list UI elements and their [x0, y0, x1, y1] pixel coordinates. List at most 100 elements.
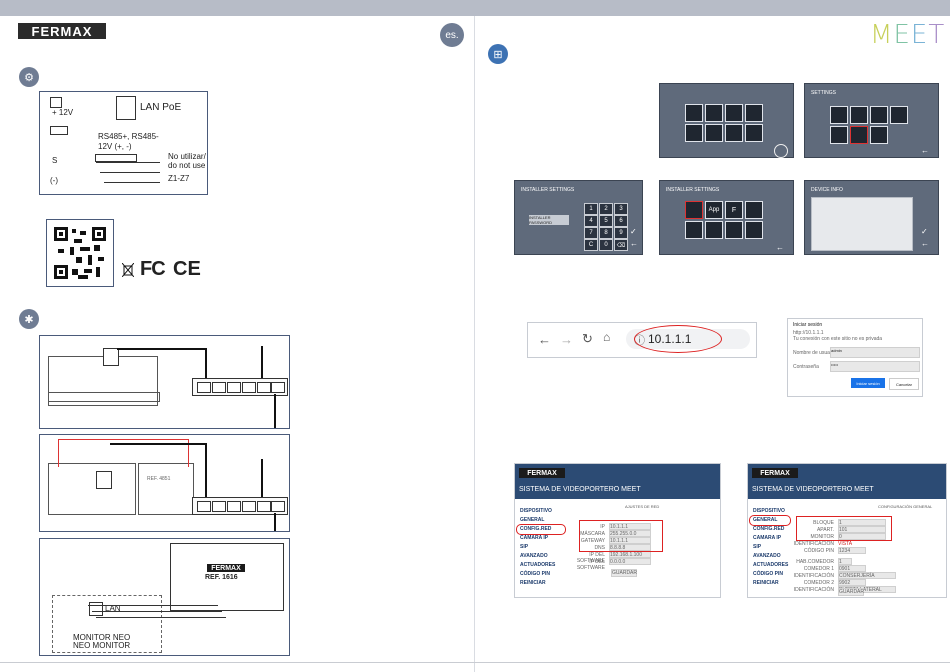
menu-item[interactable]: SIP: [753, 544, 762, 550]
field-value[interactable]: 1234: [838, 547, 866, 554]
field-value[interactable]: 192.168.1.100: [609, 551, 651, 558]
menu-item[interactable]: CAMARA IP: [520, 535, 549, 541]
network-icon: ⊞: [488, 44, 508, 64]
menu-item[interactable]: SIP: [520, 544, 529, 550]
keypad-key[interactable]: 0: [599, 239, 613, 251]
menu-item[interactable]: CAMARA IP: [753, 535, 782, 541]
menu-item[interactable]: CÓDIGO PIN: [753, 571, 784, 577]
password-field[interactable]: INSTALLER PASSWORD: [529, 215, 569, 225]
field-value[interactable]: 0: [838, 533, 886, 540]
field-value[interactable]: 10.1.1.1: [609, 537, 651, 544]
password-input[interactable]: •••••: [830, 361, 920, 372]
menu-item[interactable]: DISPOSITIVO: [520, 508, 552, 514]
menu-item[interactable]: ACTUADORES: [753, 562, 789, 568]
field-value[interactable]: CONSERJERÍA CENTRAL: [838, 572, 896, 585]
web-header: FERMAX SISTEMA DE VIDEOPORTERO MEET: [748, 464, 946, 499]
back-arrow-icon[interactable]: ←: [776, 243, 784, 252]
web-sidebar: DISPOSITIVO GENERAL CONFIG.RED CAMARA IP…: [749, 506, 799, 592]
username-input[interactable]: admin: [830, 347, 920, 358]
save-button[interactable]: GUARDAR: [838, 588, 865, 596]
switch-port: [271, 501, 285, 512]
username-label: Nombre de usuario: [793, 350, 836, 356]
reload-icon[interactable]: ↻: [582, 331, 593, 346]
keypad-key[interactable]: 8: [599, 227, 613, 239]
monitor-info-tile[interactable]: [685, 201, 703, 219]
keypad-key[interactable]: 1: [584, 203, 598, 215]
keypad-key[interactable]: 7: [584, 227, 598, 239]
menu-item[interactable]: REINICIAR: [753, 580, 779, 586]
field-value[interactable]: 1: [838, 519, 886, 526]
alarm-tile[interactable]: [745, 201, 763, 219]
language-tile[interactable]: [850, 106, 868, 124]
dnd-tile[interactable]: [890, 106, 908, 124]
menu-item[interactable]: GENERAL: [520, 517, 545, 523]
keypad-key[interactable]: 6: [614, 215, 628, 227]
field-value[interactable]: 1: [838, 558, 852, 565]
field-value[interactable]: 0.0.0.0: [609, 558, 651, 565]
back-arrow-icon[interactable]: ←: [921, 146, 929, 155]
menu-item[interactable]: CONFIG.RED: [753, 526, 785, 532]
field-value[interactable]: 10.1.1.1: [609, 523, 651, 530]
installer-settings-screen: INSTALLER SETTINGS App F ←: [659, 180, 794, 255]
menu-item[interactable]: CÓDIGO PIN: [520, 571, 551, 577]
red-wire: [58, 439, 59, 467]
save-button[interactable]: GUARDAR: [611, 569, 638, 577]
field-value[interactable]: 255.255.0.0: [609, 530, 651, 537]
menu-item[interactable]: AVANZADO: [753, 553, 781, 559]
switch-port: [242, 501, 256, 512]
back-arrow-icon[interactable]: ←: [630, 239, 638, 248]
forward-icon[interactable]: →: [560, 332, 573, 347]
about-tile[interactable]: [870, 126, 888, 144]
wiring-panel: + 12V LAN PoE RS485+, RS485- 12V (+, -) …: [39, 91, 208, 195]
confirm-check-icon[interactable]: ✓: [630, 227, 637, 236]
keypad-key[interactable]: 4: [584, 215, 598, 227]
settings-gear-icon[interactable]: [774, 144, 788, 158]
confirm-check-icon[interactable]: ✓: [921, 227, 928, 236]
menu-item[interactable]: CONFIG.RED: [520, 526, 552, 532]
login-dialog: Iniciar sesión http://10.1.1.1 Tu conexi…: [787, 318, 923, 397]
lan-port: [89, 602, 103, 616]
password-tile[interactable]: [830, 126, 848, 144]
keypad-key[interactable]: 2: [599, 203, 613, 215]
menu-item[interactable]: GENERAL: [753, 517, 778, 523]
keypad-key[interactable]: ⌫: [614, 239, 628, 251]
signin-button[interactable]: Iniciar sesión: [851, 378, 885, 388]
back-arrow-icon[interactable]: ←: [921, 239, 929, 248]
top-bar: [0, 0, 950, 16]
alarm-tile: [705, 124, 723, 142]
network-switch: [192, 497, 288, 515]
cancel-button[interactable]: Cancelar: [889, 378, 919, 390]
field-label: IDENTIFICACIÓN: [793, 541, 834, 547]
module-brand: FERMAX: [207, 564, 245, 572]
switch-port: [271, 382, 285, 393]
field-value[interactable]: 101: [838, 526, 886, 533]
function-tile[interactable]: F: [725, 201, 743, 219]
field-value[interactable]: 0901: [838, 565, 866, 572]
installer-tile[interactable]: [850, 126, 868, 144]
red-wire: [58, 439, 188, 440]
unlock-tile[interactable]: [685, 221, 703, 239]
menu-item[interactable]: ACTUADORES: [520, 562, 556, 568]
keypad-key[interactable]: 3: [614, 203, 628, 215]
keypad-key[interactable]: 5: [599, 215, 613, 227]
bus-wire: [88, 605, 218, 606]
switch-port: [197, 382, 211, 393]
keypad-key[interactable]: C: [584, 239, 598, 251]
keypad-key[interactable]: 9: [614, 227, 628, 239]
monitor-label: MONITOR NEO NEO MONITOR: [73, 633, 131, 650]
field-label: MÁSCARA: [580, 531, 605, 537]
home-icon[interactable]: ⌂: [603, 330, 611, 344]
menu-item[interactable]: DISPOSITIVO: [753, 508, 785, 514]
menu-item[interactable]: REINICIAR: [520, 580, 546, 586]
switch-port: [257, 382, 271, 393]
menu-item[interactable]: AVANZADO: [520, 553, 548, 559]
app-tile[interactable]: App: [705, 201, 723, 219]
field-value[interactable]: 9902: [838, 579, 866, 586]
field-label: IP DEL SOFTWARE: [576, 552, 605, 564]
screen-tile[interactable]: [870, 106, 888, 124]
field-highlight: [796, 516, 892, 541]
sound-tile[interactable]: [830, 106, 848, 124]
field-value[interactable]: 8.8.8.8: [609, 544, 651, 551]
back-icon[interactable]: ←: [538, 332, 551, 347]
device-info-screen: DEVICE INFO ✓ ←: [804, 180, 939, 255]
